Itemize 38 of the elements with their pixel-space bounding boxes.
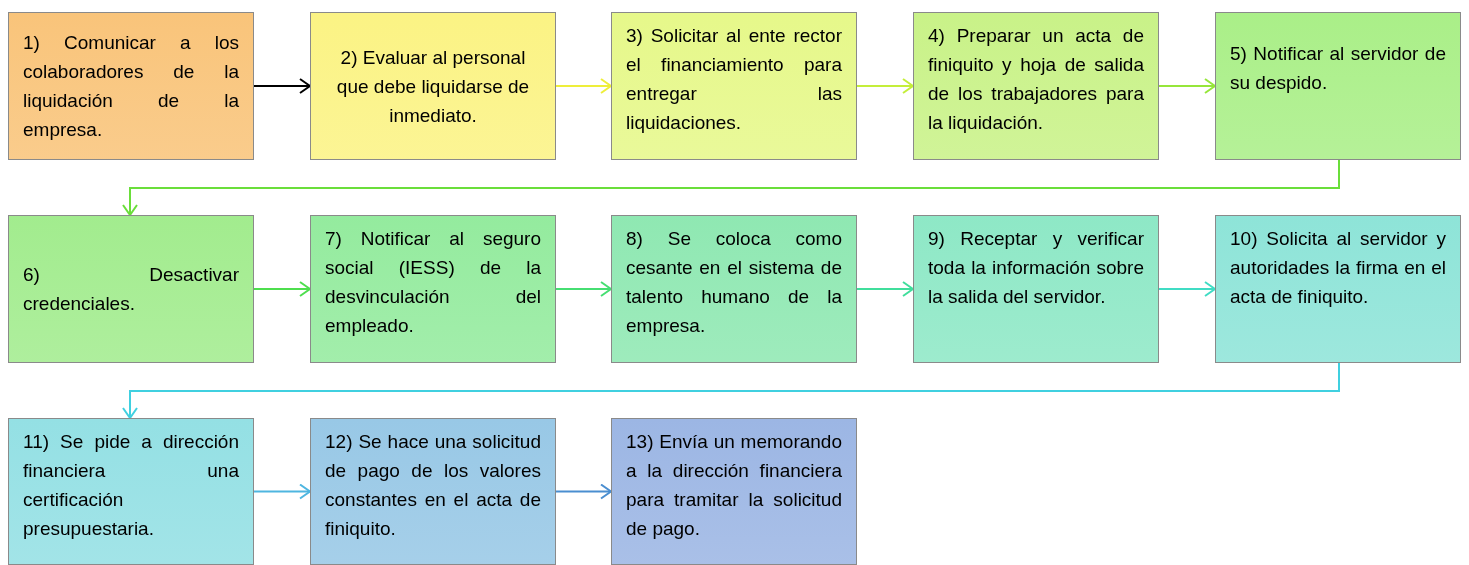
step-text: 1) Comunicar a los colaboradores de la liquidación de la empresa.	[23, 31, 239, 142]
process-box	[611, 418, 857, 565]
step-text: 11) Se pide a dirección financiera una certificación presupuestaria.	[23, 430, 239, 541]
process-box	[611, 215, 857, 363]
step-text: 10) Solicita al servidor y autoridades la firma en el acta de finiquito.	[1230, 227, 1446, 309]
step-text: 7) Notificar al seguro social (IESS) de la desvinculación del empleado.	[325, 227, 541, 338]
process-box	[913, 215, 1159, 363]
arrow	[856, 78, 914, 94]
process-box	[611, 12, 857, 160]
process-box	[1215, 12, 1461, 160]
arrow	[1158, 78, 1216, 94]
arrow	[555, 78, 612, 94]
arrow	[856, 281, 914, 297]
step-text: 8) Se coloca como cesante en el sistema de talento humano de la empresa.	[626, 227, 842, 338]
arrow	[555, 281, 612, 297]
step-text: 9) Receptar y verificar toda la información sobre la salida del servidor.	[928, 227, 1144, 309]
arrow	[253, 78, 311, 94]
step-text: 6) Desactivar credenciales.	[23, 263, 239, 316]
step-text: 2) Evaluar al personal que debe liquidarse de inmediato.	[335, 45, 531, 128]
process-box	[913, 12, 1159, 160]
step-text: 5) Notificar al servidor de su despido.	[1230, 42, 1446, 95]
step-text: 3) Solicitar al ente rector el financiamiento para entregar las liquidaciones.	[626, 24, 842, 135]
arrow	[253, 483, 311, 500]
process-box	[8, 418, 254, 565]
arrow	[122, 159, 1340, 216]
arrow	[122, 362, 1340, 419]
arrow	[253, 281, 311, 297]
step-text: 4) Preparar un acta de finiquito y hoja de salida de los trabajadores para la liquidación.	[928, 24, 1144, 135]
step-text: 13) Envía un memorando a la dirección financiera para tramitar la solicitud de pago.	[626, 430, 842, 541]
process-box	[310, 215, 556, 363]
process-box	[310, 12, 556, 160]
process-box	[8, 12, 254, 160]
arrow	[555, 483, 612, 500]
step-text: 12) Se hace una solicitud de pago de los valores constantes en el acta de finiquito.	[325, 430, 541, 541]
process-box	[8, 215, 254, 363]
process-box	[310, 418, 556, 565]
process-box	[1215, 215, 1461, 363]
arrow	[1158, 281, 1216, 297]
